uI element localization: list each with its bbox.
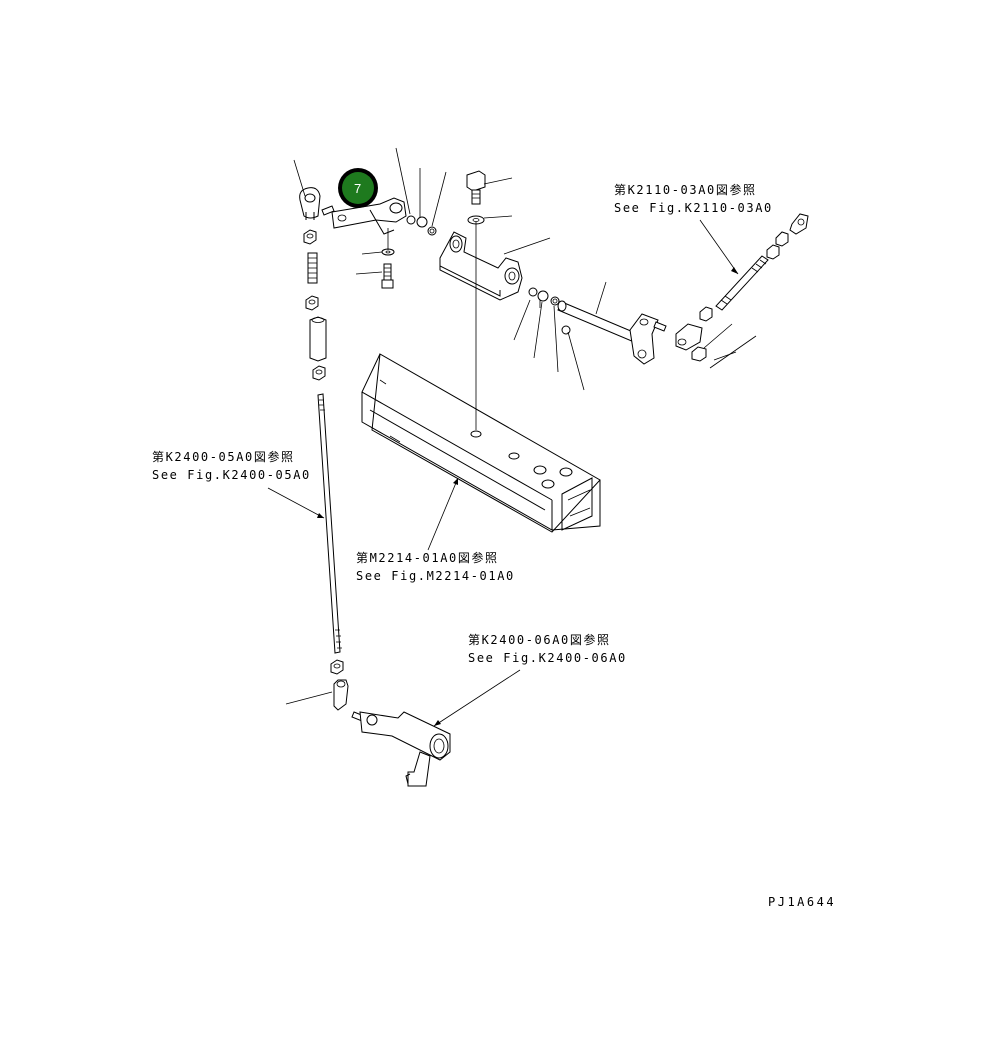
ref-k2400-05-jp: 第K2400-05A0図参照 (152, 449, 295, 464)
ref-k2400-06-en: See Fig.K2400-06A0 (468, 651, 627, 665)
right-rod (715, 255, 769, 311)
left-nut-2 (305, 295, 319, 311)
ref-arrow-m2214 (427, 477, 459, 551)
bracket-bolt (466, 170, 486, 205)
left-nut-3 (312, 365, 326, 381)
right-nut-top (766, 231, 789, 260)
upper-lever (331, 197, 407, 235)
lower-lever-arm (359, 711, 451, 761)
ref-m2214-jp: 第M2214-01A0図参照 (356, 550, 499, 565)
ref-arrow-k2110 (699, 219, 739, 275)
center-lines (387, 222, 541, 430)
drawing-code: PJ1A644 (768, 895, 836, 909)
left-threaded-stud (307, 252, 318, 284)
upper-bolt-left (321, 205, 335, 216)
long-control-rod (317, 393, 342, 654)
left-nut-4 (330, 659, 344, 675)
callout-number: 7 (354, 181, 361, 196)
right-nut-bottom (699, 306, 713, 322)
ref-m2214-en: See Fig.M2214-01A0 (356, 569, 515, 583)
ref-k2110-en: See Fig.K2110-03A0 (614, 201, 773, 215)
left-rod-end-top (299, 187, 321, 220)
right-rod-end-bottom (675, 323, 707, 362)
left-rod-end-bottom (333, 679, 349, 711)
ref-arrow-k2400-05 (267, 487, 325, 519)
ref-arrow-k2400-06 (433, 669, 521, 727)
ref-k2400-05-en: See Fig.K2400-05A0 (152, 468, 311, 482)
upper-pin-parts (406, 215, 437, 236)
lower-lever-bracket (405, 751, 431, 787)
left-nut-1 (303, 229, 317, 245)
frame-beam (361, 353, 601, 533)
callout-badge-7[interactable]: 7 (338, 168, 378, 208)
shaft-collars (528, 287, 560, 306)
leader-lines (285, 147, 757, 705)
ref-k2400-06-jp: 第K2400-06A0図参照 (468, 632, 611, 647)
left-turnbuckle (309, 316, 327, 362)
shaft-lever (629, 313, 667, 365)
right-rod-end-top (789, 213, 809, 235)
pivot-bracket (439, 231, 523, 301)
upper-small-bolt (381, 263, 394, 289)
ref-k2110-jp: 第K2110-03A0図参照 (614, 182, 757, 197)
